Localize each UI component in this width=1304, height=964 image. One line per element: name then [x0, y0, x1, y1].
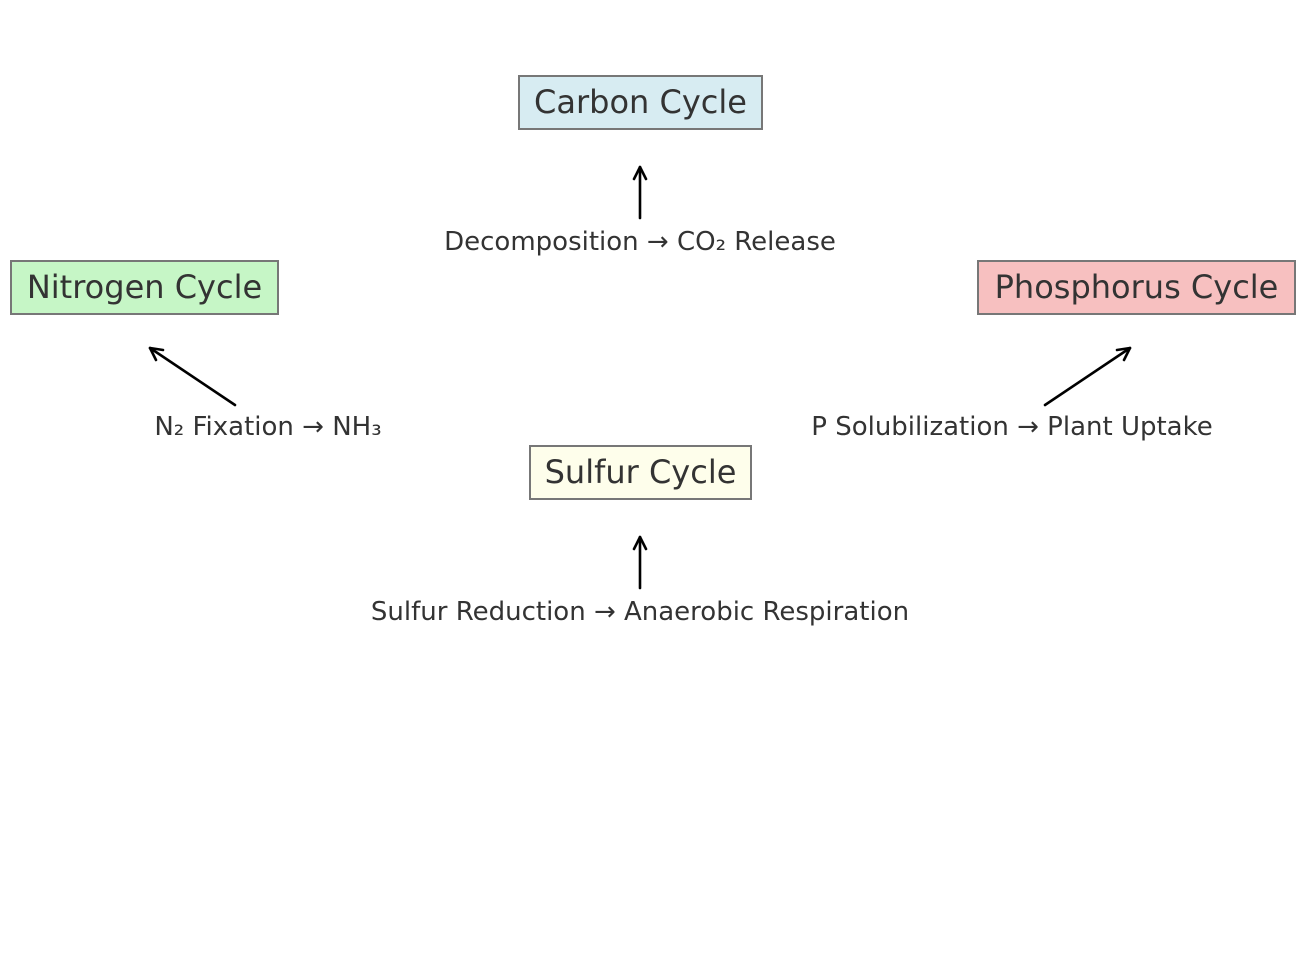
nitrogen-process-label: N₂ Fixation → NH₃ [154, 412, 382, 442]
sulfur-process-label: Sulfur Reduction → Anaerobic Respiration [370, 597, 910, 627]
carbon-cycle-node: Carbon Cycle [518, 75, 763, 130]
sulfur-arrow [632, 535, 648, 590]
carbon-process-label: Decomposition → CO₂ Release [444, 227, 836, 257]
nitrogen-arrow [148, 346, 237, 407]
carbon-arrow [632, 165, 648, 220]
phosphorus-arrow [1043, 346, 1132, 407]
sulfur-cycle-node: Sulfur Cycle [529, 445, 752, 500]
phosphorus-process-label: P Solubilization → Plant Uptake [811, 412, 1213, 442]
nitrogen-cycle-node: Nitrogen Cycle [10, 260, 279, 315]
phosphorus-cycle-node: Phosphorus Cycle [977, 260, 1296, 315]
